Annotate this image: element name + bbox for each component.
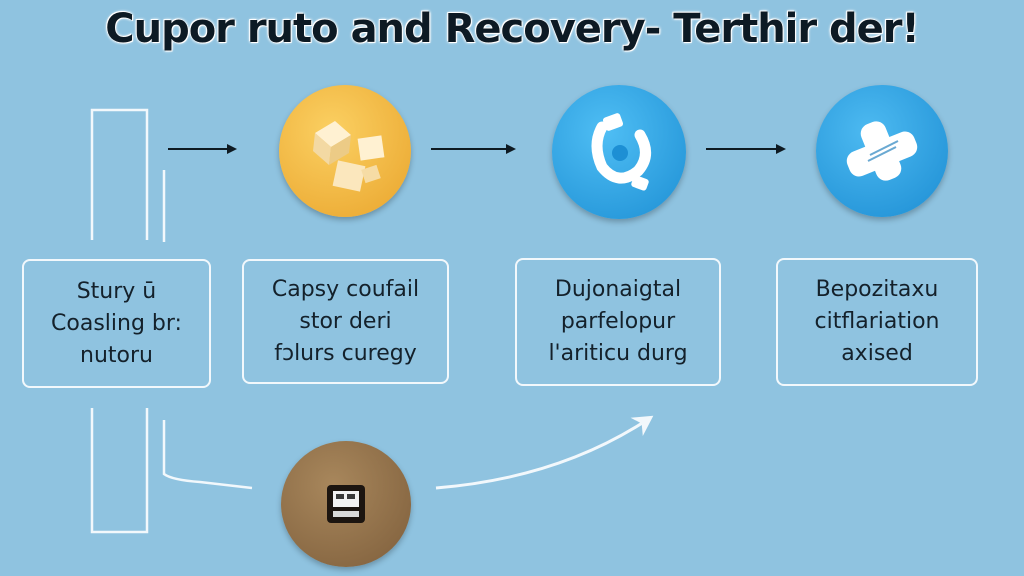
diagram-title: Cupor ruto and Recovery- Terthir der! <box>105 6 920 52</box>
step-box-4-line-3: axised <box>841 341 913 366</box>
step-box-1-line-2: Coasling br: <box>51 310 182 336</box>
step-circle-4 <box>281 441 411 567</box>
device-icon <box>327 485 365 523</box>
step-box-2-line-3: fɔlurs curegy <box>274 340 417 366</box>
bandage-icon <box>846 121 918 181</box>
step-box-4-line-2: citflariation <box>814 309 940 334</box>
step-circle-1 <box>279 85 411 217</box>
step-box-2-line-2: stor deri <box>299 308 392 334</box>
step-box-1-line-3: nutoru <box>80 342 153 368</box>
step-box-3-line-3: l'ariticu durg <box>548 341 688 366</box>
arrow-curved <box>435 415 654 490</box>
step-box-1-line-1: Stury ū <box>76 278 157 304</box>
step-box-4: Bepozitaxu citflariation axised <box>776 258 978 386</box>
step-box-1: Stury ū Coasling br: nutoru <box>22 259 211 388</box>
step-box-3: Dujonaigtal parfelopur l'ariticu durg <box>515 258 721 386</box>
step-box-2: Capsy coufail stor deri fɔlurs curegy <box>242 259 449 384</box>
link-chain-icon <box>591 113 651 191</box>
step-box-2-line-1: Capsy coufail <box>271 276 420 302</box>
sugar-cubes-icon <box>313 121 385 192</box>
left-bracket-bottom <box>90 408 149 534</box>
step-box-4-line-1: Bepozitaxu <box>815 277 939 302</box>
curve-connector-bottom <box>162 420 253 490</box>
step-box-3-line-1: Dujonaigtal <box>554 277 682 302</box>
step-circle-2 <box>552 85 686 219</box>
step-box-3-line-2: parfelopur <box>560 309 676 334</box>
step-circle-3 <box>816 85 948 217</box>
left-bracket-top <box>90 108 149 240</box>
